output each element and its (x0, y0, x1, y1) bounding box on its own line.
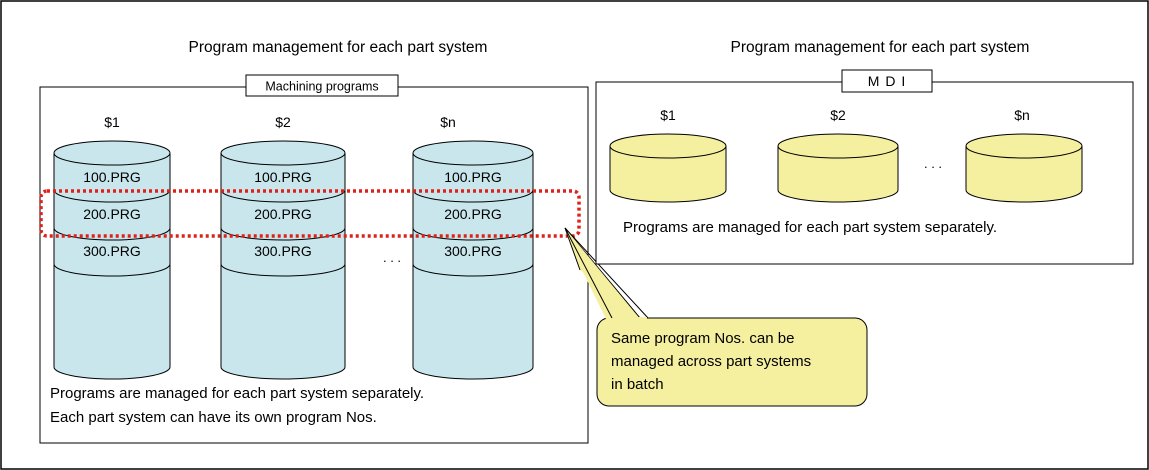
right-column-label-2: $2 (830, 107, 846, 123)
right-ellipsis: . . . (924, 156, 942, 171)
yellow-cylinder-1 (609, 133, 727, 203)
cyln-program-3: 300.PRG (444, 243, 502, 259)
left-note-line-1: Programs are managed for each part syste… (50, 385, 424, 402)
cylinder-2 (220, 140, 346, 380)
cyl1-program-3: 300.PRG (83, 243, 141, 259)
cyln-program-1: 100.PRG (444, 169, 502, 185)
machining-programs-label-box (245, 74, 399, 97)
left-column-label-3: $n (440, 114, 456, 130)
left-column-label-1: $1 (104, 114, 120, 130)
callout: Same program Nos. can be managed across … (564, 227, 868, 407)
left-note-line-2: Each part system can have its own progra… (50, 409, 377, 426)
yellow-cylinder-2 (777, 133, 899, 203)
left-panel: Program management for each part system … (39, 39, 589, 444)
left-ellipsis: . . . (383, 250, 401, 265)
left-column-label-2: $2 (275, 114, 291, 130)
same-program-highlight (39, 189, 581, 238)
right-note: Programs are managed for each part syste… (623, 219, 997, 236)
right-title: Program management for each part system (731, 39, 1030, 56)
cyln-program-2: 200.PRG (444, 206, 502, 222)
right-column-label-1: $1 (660, 107, 676, 123)
cylinder-n (412, 140, 534, 380)
mdi-label-box (841, 69, 933, 93)
cyl2-program-1: 100.PRG (254, 169, 312, 185)
cyl1-program-1: 100.PRG (83, 169, 141, 185)
machining-programs-label: Machining programs (265, 80, 378, 94)
cylinder-1 (53, 140, 171, 380)
mdi-label: M D I (868, 73, 906, 89)
right-column-label-3: $n (1014, 107, 1030, 123)
cyl2-program-3: 300.PRG (254, 243, 312, 259)
callout-line-1: Same program Nos. can be (611, 330, 794, 347)
callout-line-2: managed across part systems (611, 353, 811, 370)
cyl1-program-2: 200.PRG (83, 206, 141, 222)
yellow-cylinder-n (965, 133, 1083, 203)
callout-line-3: in batch (611, 376, 664, 393)
left-title: Program management for each part system (189, 39, 488, 56)
cyl2-program-2: 200.PRG (254, 206, 312, 222)
right-panel: Program management for each part system … (595, 39, 1134, 265)
